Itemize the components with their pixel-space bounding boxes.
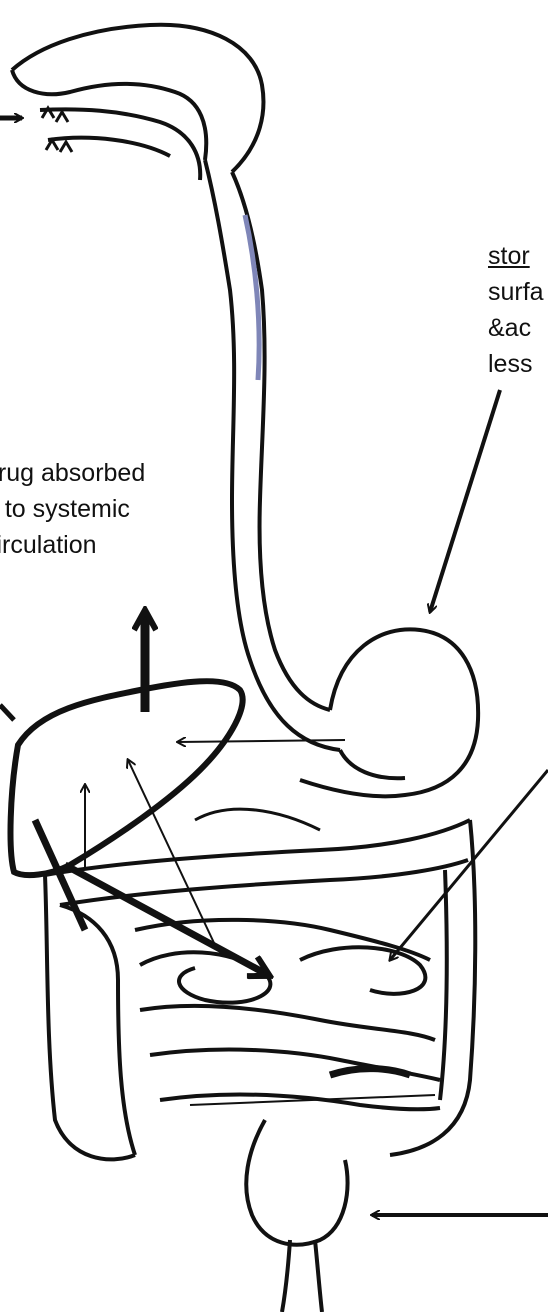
absorption-label-line-2: n to systemic (0, 491, 145, 527)
stomach-label-line-2: &ac (488, 310, 544, 346)
teeth-marks (42, 108, 72, 152)
absorption-label: drug absorbed n to systemic circulation (0, 455, 145, 563)
liver-left-arrow (0, 705, 14, 720)
mouth-outline (12, 25, 263, 180)
stomach-label-line-1: surfa (488, 274, 544, 310)
esophagus (205, 160, 340, 750)
stomach-label-line-3: less (488, 346, 544, 382)
stomach (300, 629, 478, 796)
absorption-label-line-1: drug absorbed (0, 455, 145, 491)
absorption-label-line-3: circulation (0, 527, 145, 563)
ascending-colon (45, 875, 135, 1159)
stomach-to-liver-arrow (178, 740, 345, 742)
rectum (246, 1120, 347, 1312)
stomach-label: stor surfa &ac less (488, 238, 544, 382)
small-intestine (135, 920, 440, 1109)
stomach-label-title: stor (488, 238, 544, 274)
stomach-pointer-arrow (430, 390, 500, 612)
